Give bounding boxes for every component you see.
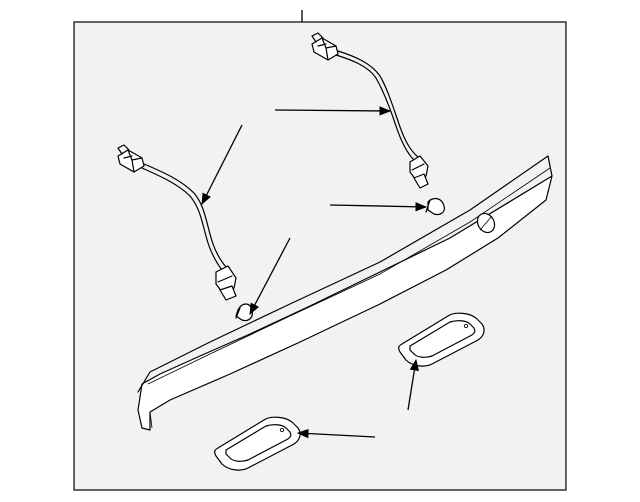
wire-harness-right	[311, 32, 429, 189]
diagram-frame	[73, 21, 567, 491]
callout-arrows	[201, 106, 428, 439]
connector-top-right	[311, 32, 339, 61]
callout-lens-right	[407, 358, 419, 411]
wire-harness-left	[117, 144, 237, 301]
callout-lens-left	[296, 428, 376, 439]
socket-right	[409, 155, 429, 189]
bulb-right	[425, 197, 445, 216]
callout-bulb-left	[249, 237, 291, 316]
callout-harness-left	[201, 124, 243, 206]
garnish-strip	[137, 155, 553, 431]
lens-left	[214, 416, 301, 471]
socket-left	[215, 265, 237, 301]
callout-bulb-right	[329, 202, 428, 212]
connector-top-left	[117, 144, 145, 173]
lens-right	[398, 312, 485, 367]
callout-harness-right	[274, 106, 392, 116]
